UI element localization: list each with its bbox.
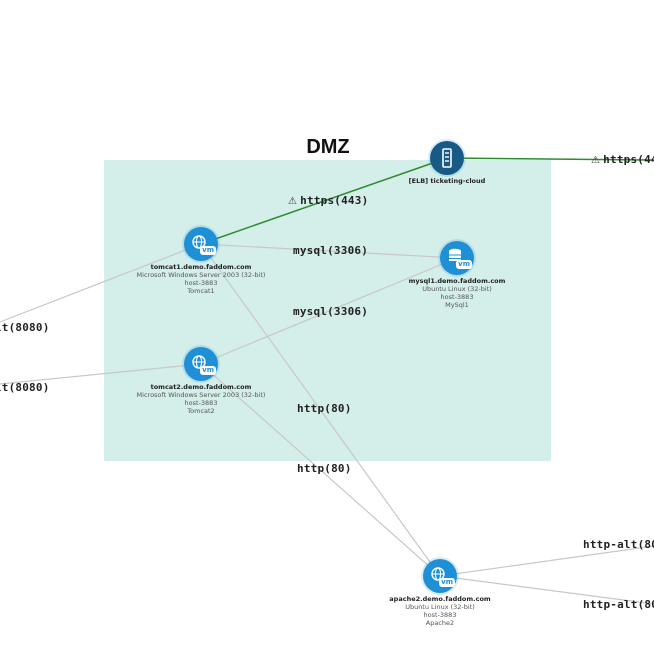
vm-badge: vm [456,260,472,269]
warning-icon: ⚠ [288,196,298,207]
edge-label[interactable]: http-alt(8080) [583,598,654,611]
edge-label[interactable]: mysql(3306) [293,305,369,318]
node-elb[interactable]: [ELB] ticketing-cloud [397,141,497,185]
node-name: tomcat2.demo.faddom.com [150,383,252,391]
warning-icon: ⚠ [591,155,601,166]
edge-ext-tomcat1[interactable] [0,243,202,323]
edge-label[interactable]: ⚠https(443) [591,153,654,166]
database-vm-icon: vm [440,241,474,275]
node-host: host-3883 [423,611,457,619]
vm-badge: vm [439,578,455,587]
server-icon [430,141,464,175]
edge-apache2-ext2[interactable] [439,575,654,605]
globe-vm-icon: vm [423,559,457,593]
node-app: Apache2 [425,619,455,627]
edge-tomcat2-apache2[interactable] [200,363,441,577]
node-apache2[interactable]: vm apache2.demo.faddom.com Ubuntu Linux … [375,559,505,627]
edge-label[interactable]: mysql(3306) [293,244,369,257]
node-app: Tomcat2 [187,407,215,415]
edge-label[interactable]: http(80) [297,402,352,415]
edge-label[interactable]: http-alt(8080) [0,321,50,334]
node-os: Ubuntu Linux (32-bit) [422,285,492,293]
edge-elb-external[interactable] [446,157,654,161]
edge-tomcat1-mysql1[interactable] [200,243,458,259]
node-host: host-3883 [184,279,218,287]
node-name: tomcat1.demo.faddom.com [150,263,252,271]
edge-tomcat1-elb[interactable] [200,157,448,245]
globe-vm-icon: vm [184,227,218,261]
edge-label[interactable]: ⚠https(443) [288,194,368,207]
edge-label[interactable]: http-alt(8080) [583,538,654,551]
edge-apache2-ext1[interactable] [439,545,654,577]
node-app: Tomcat1 [187,287,215,295]
edge-tomcat2-mysql1[interactable] [200,257,458,365]
node-os: Microsoft Windows Server 2003 (32-bit) [136,391,266,399]
edge-label-text: https(443) [603,153,654,166]
node-name: mysql1.demo.faddom.com [408,277,506,285]
node-tomcat1[interactable]: vm tomcat1.demo.faddom.com Microsoft Win… [131,227,271,295]
dmz-zone-title: DMZ [306,136,350,158]
edge-ext-tomcat2[interactable] [0,363,202,385]
node-host: host-3883 [440,293,474,301]
edge-tomcat1-apache2[interactable] [200,243,441,577]
vm-badge: vm [200,246,216,255]
dmz-zone[interactable] [104,160,551,461]
edge-label[interactable]: http(80) [297,462,352,475]
node-os: Microsoft Windows Server 2003 (32-bit) [136,271,266,279]
node-app: MySql1 [445,301,469,309]
node-mysql1[interactable]: vm mysql1.demo.faddom.com Ubuntu Linux (… [397,241,517,309]
node-name: [ELB] ticketing-cloud [408,177,486,185]
node-host: host-3883 [184,399,218,407]
globe-vm-icon: vm [184,347,218,381]
edge-label[interactable]: http-alt(8080) [0,381,50,394]
node-tomcat2[interactable]: vm tomcat2.demo.faddom.com Microsoft Win… [131,347,271,415]
node-name: apache2.demo.faddom.com [389,595,491,603]
edge-label-text: https(443) [300,194,369,207]
node-os: Ubuntu Linux (32-bit) [405,603,475,611]
vm-badge: vm [200,366,216,375]
